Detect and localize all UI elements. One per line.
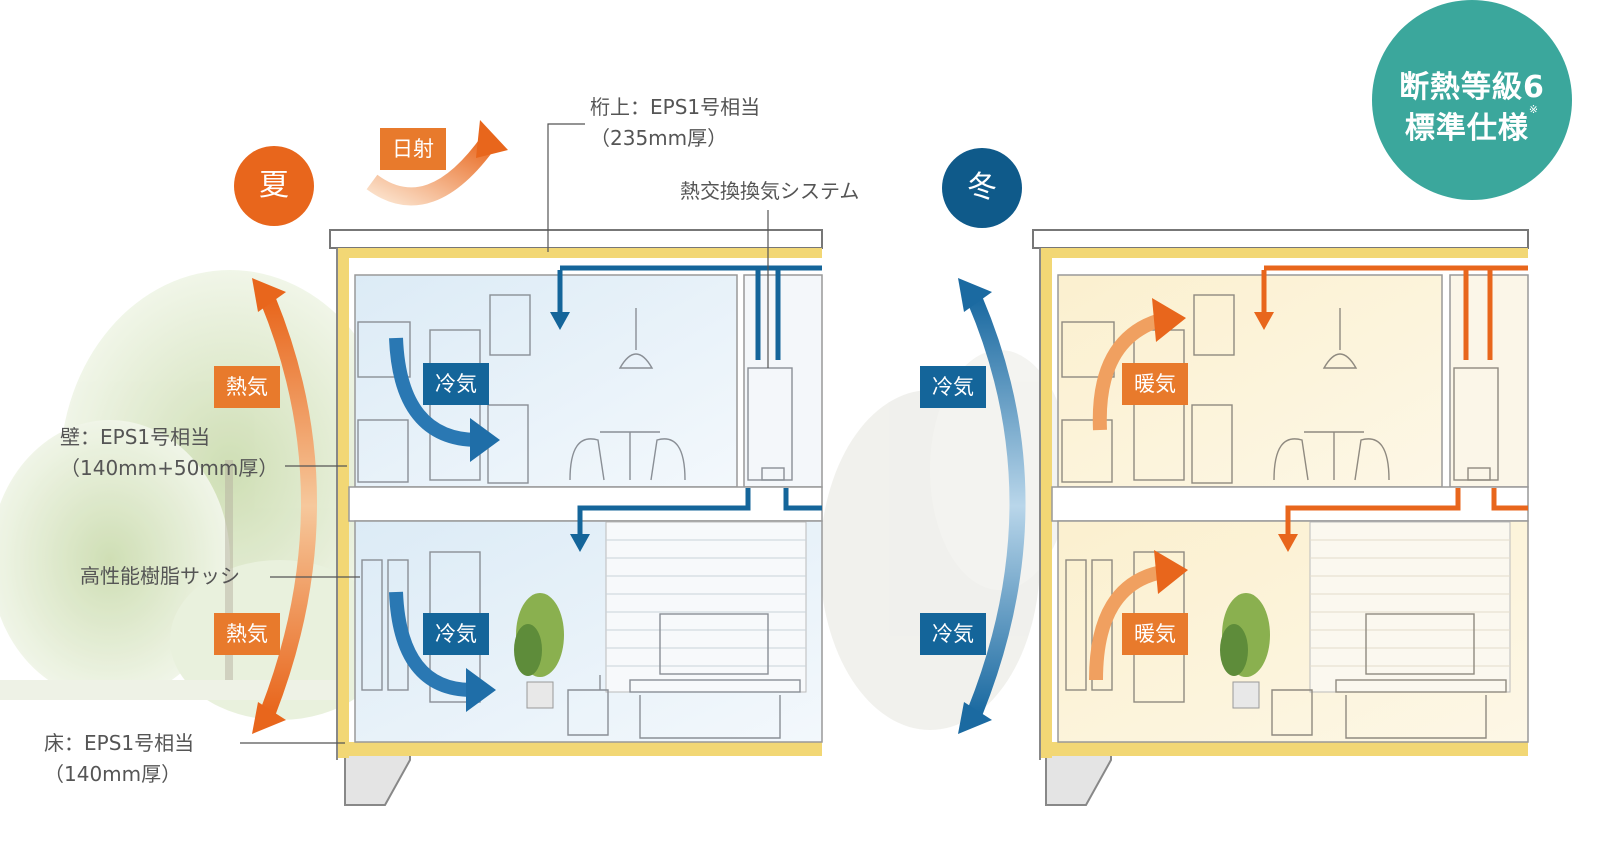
sash-callout: 高性能樹脂サッシ [80,561,240,592]
wall-callout-line2: （140mm+50mm厚） [60,453,278,484]
winter-warm-lower-label: 暖気 [1122,613,1188,655]
badge-line1: 断熱等級6 [1372,62,1572,106]
badge-line2-text: 標準仕様 [1405,111,1529,146]
ventilation-callout: 熱交換換気システム [680,176,859,207]
summer-cool-lower-label: 冷気 [423,613,489,655]
winter-cold-upper-label: 冷気 [920,366,986,408]
winter-warm-upper-label: 暖気 [1122,363,1188,405]
summer-heat-lower-label: 熱気 [214,613,280,655]
winter-season-label: 冬 [967,170,997,205]
roof-callout-line2: （235mm厚） [590,123,760,154]
winter-house [1033,230,1528,805]
ground [0,680,345,700]
roof-callout: 桁上：EPS1号相当 （235mm厚） [590,92,760,154]
sun-label: 日射 [380,128,446,170]
floor-callout-line1: 床：EPS1号相当 [44,728,194,759]
wall-callout-line1: 壁：EPS1号相当 [60,422,278,453]
insulation-grade-badge: 断熱等級6 標準仕様※ [1372,0,1572,200]
roof-callout-line1: 桁上：EPS1号相当 [590,92,760,123]
winter-cold-lower-label: 冷気 [920,613,986,655]
summer-season-label: 夏 [259,168,289,203]
summer-heat-upper-label: 熱気 [214,366,280,408]
floor-callout-line2: （140mm厚） [44,759,194,790]
badge-line2: 標準仕様※ [1372,103,1572,147]
wall-callout: 壁：EPS1号相当 （140mm+50mm厚） [60,422,278,484]
summer-season-icon: 夏 [234,146,314,226]
floor-callout: 床：EPS1号相当 （140mm厚） [44,728,194,790]
summer-cool-upper-label: 冷気 [423,363,489,405]
winter-season-icon: 冬 [942,148,1022,228]
badge-note-mark: ※ [1529,103,1539,116]
summer-house [330,230,822,805]
